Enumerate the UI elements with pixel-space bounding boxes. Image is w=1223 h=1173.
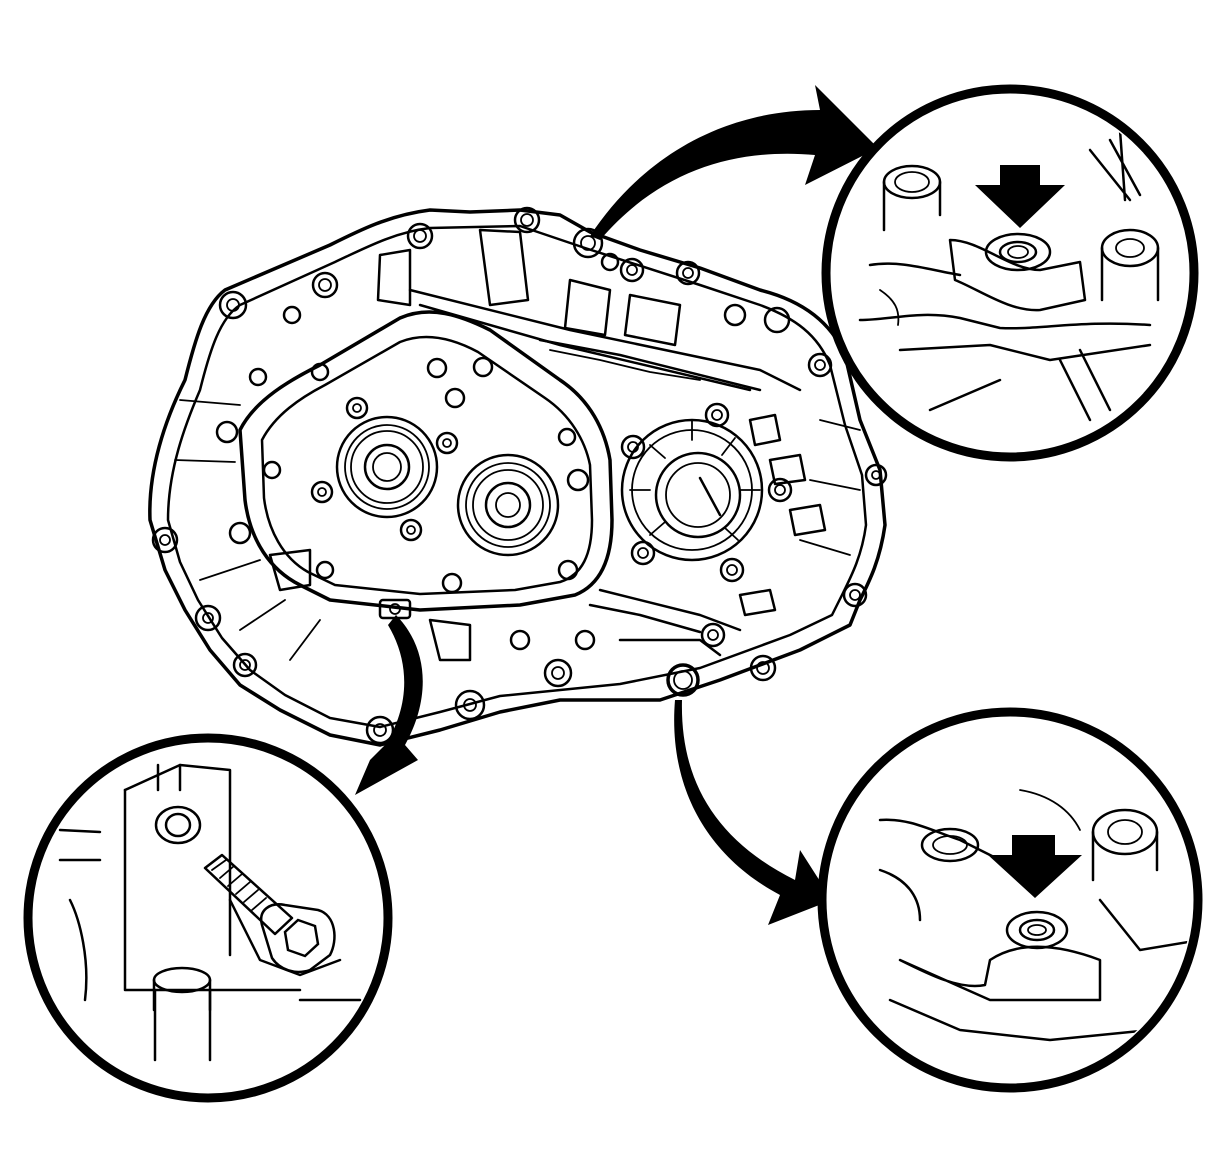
down-arrow-indicator-icon (975, 165, 1065, 228)
down-arrow-indicator-icon (988, 835, 1082, 898)
case-inner-outline (166, 224, 868, 729)
callout-top-right (821, 84, 1199, 462)
arrow-to-bottom-left (355, 615, 423, 795)
differential-housing (620, 402, 793, 583)
output-shaft-bearing (456, 453, 560, 557)
plate-bolts (248, 305, 590, 581)
transmission-case (148, 206, 888, 747)
callout-bottom-left (23, 733, 393, 1103)
arrow-to-top-right (590, 85, 878, 240)
gear-housing-inner (260, 335, 594, 596)
arrow-to-bottom-right (674, 700, 832, 925)
callout-arrows (355, 85, 878, 925)
case-ribs (174, 228, 861, 662)
case-outline (148, 208, 887, 747)
gear-housing-plate (238, 310, 614, 612)
bolt-icon (203, 853, 336, 974)
callout-bottom-right (817, 707, 1203, 1093)
flange-bolts (151, 206, 888, 745)
input-shaft-bearing (335, 415, 439, 519)
